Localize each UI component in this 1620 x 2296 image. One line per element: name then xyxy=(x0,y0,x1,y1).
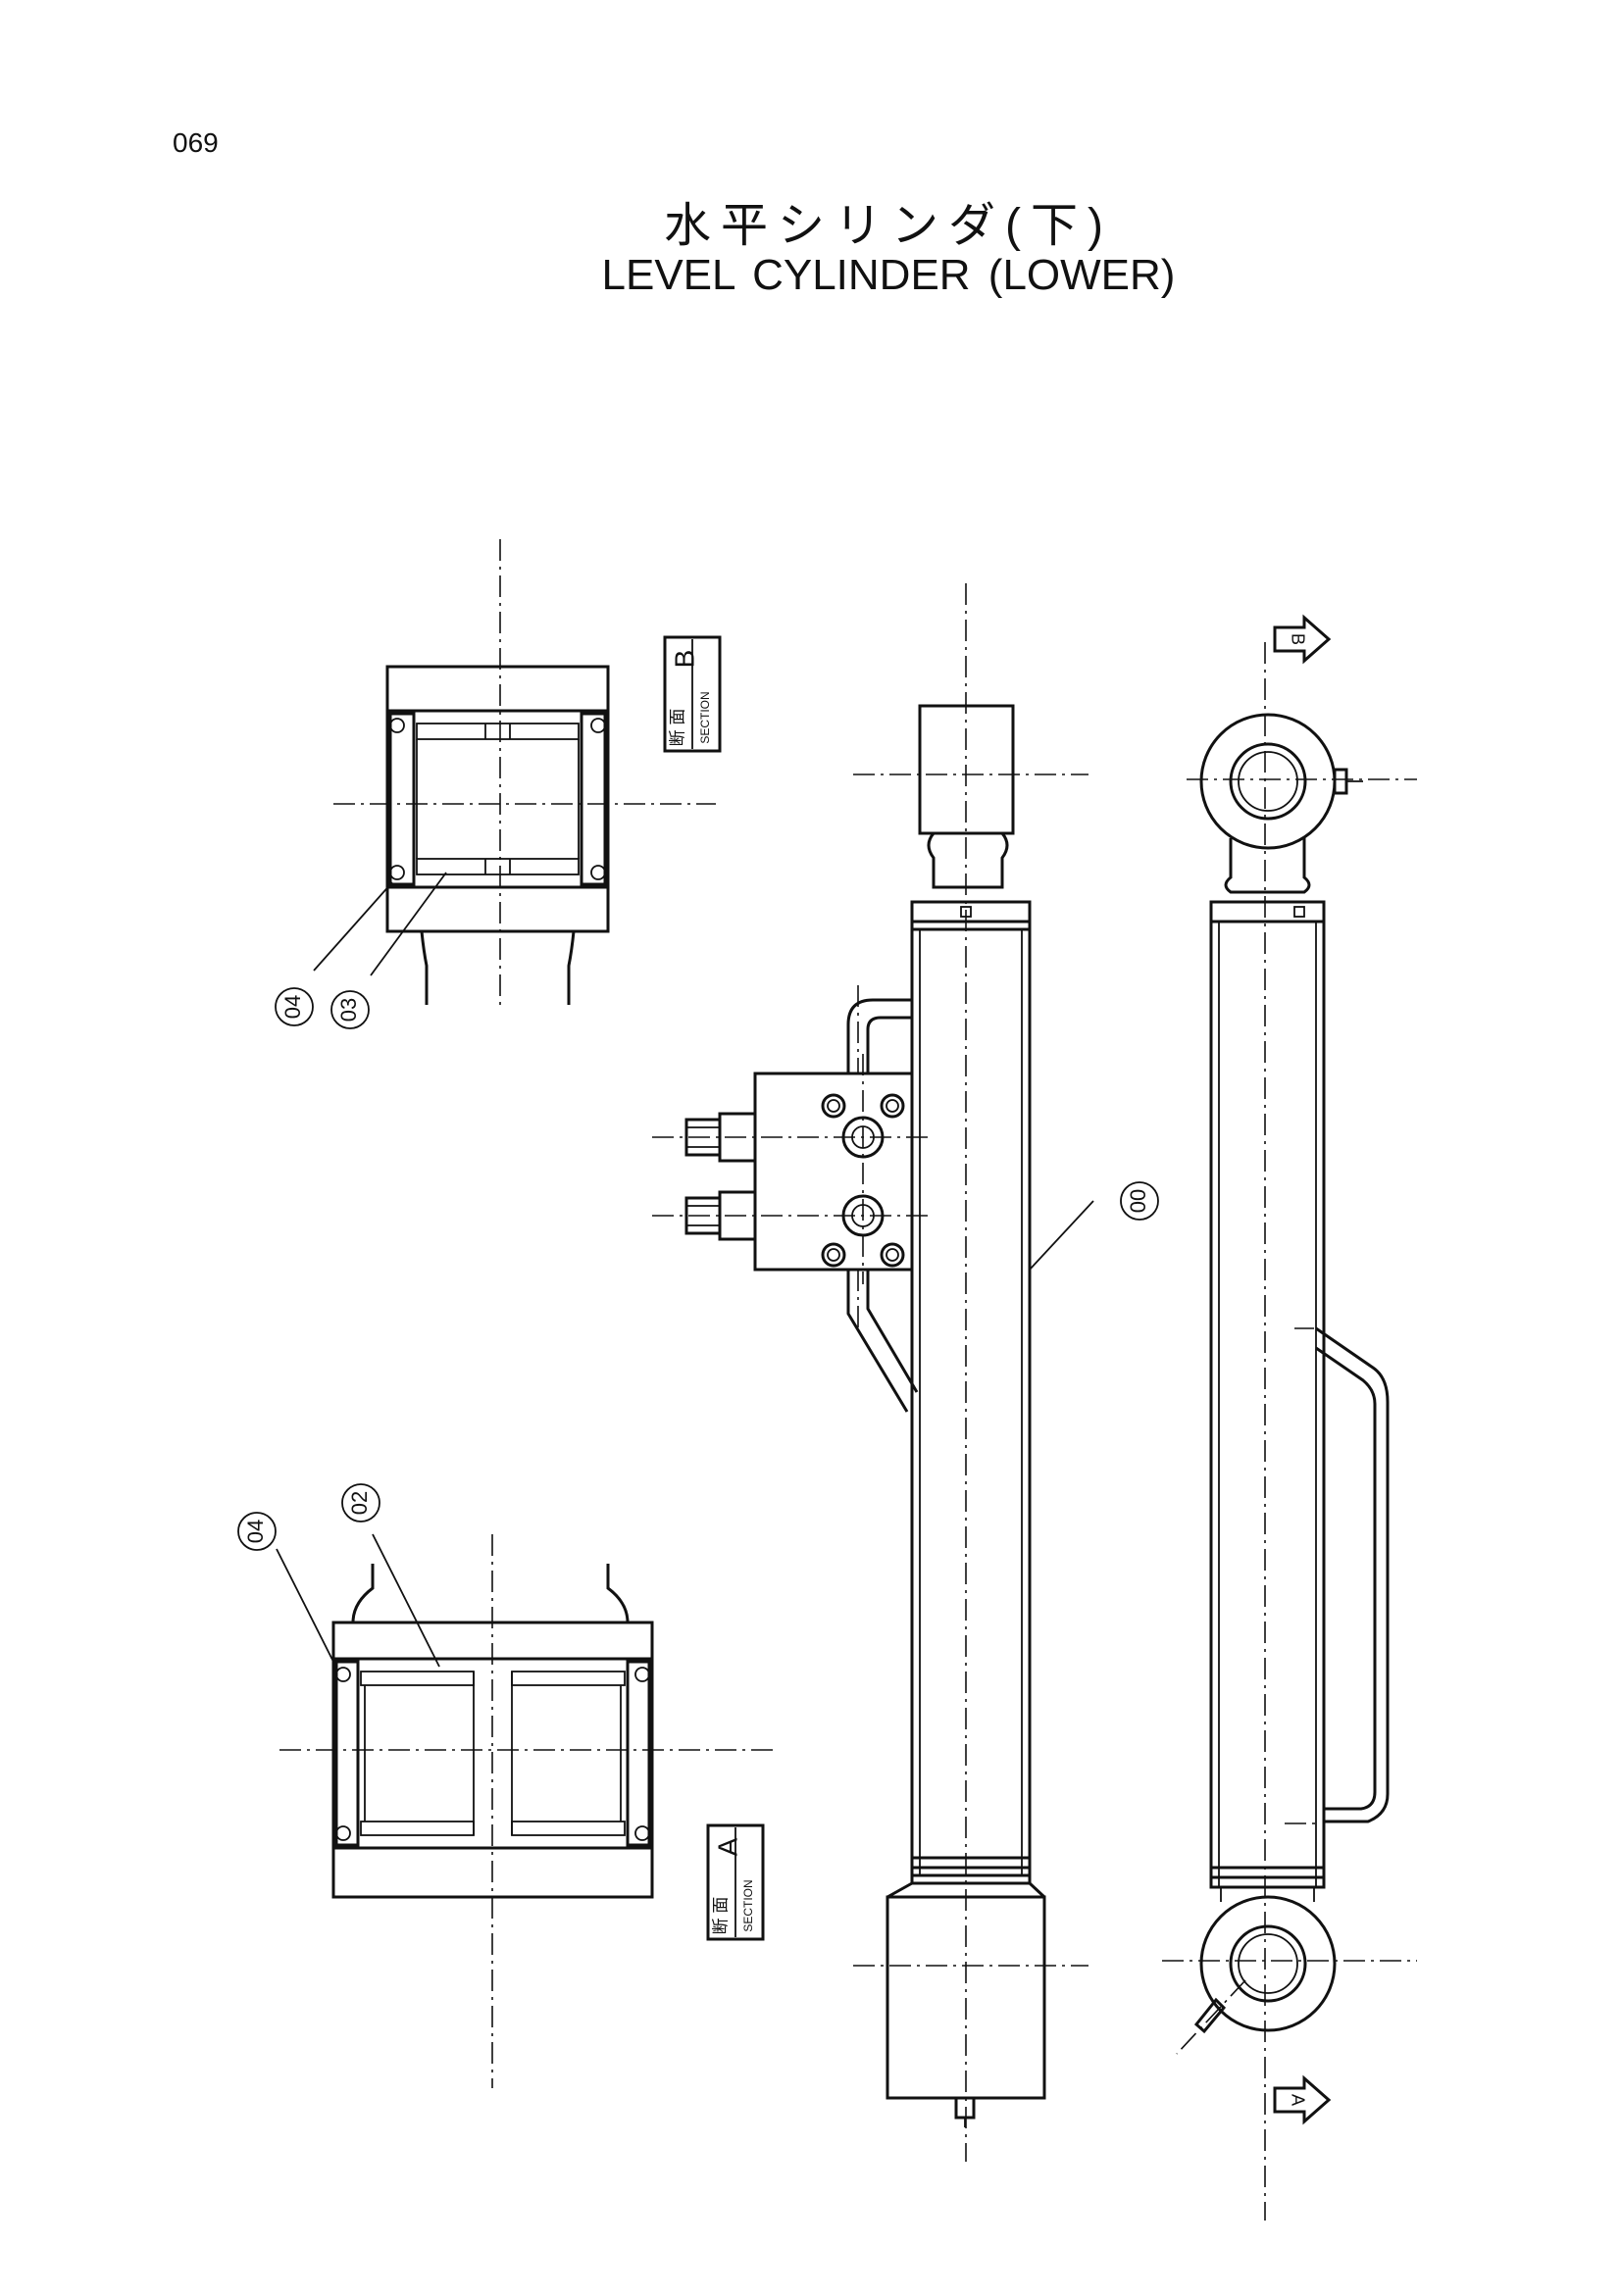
view-arrow-b: B xyxy=(1273,614,1332,665)
svg-text:B: B xyxy=(1288,633,1307,645)
section-b-en: SECTION xyxy=(698,691,712,743)
svg-text:04: 04 xyxy=(243,1520,268,1543)
callout-04-bottom: 04 xyxy=(237,1512,277,1551)
callout-00: 00 xyxy=(1120,1181,1159,1221)
section-a-label: 断 面 SECTION A xyxy=(706,1823,765,1941)
section-a-letter: A xyxy=(712,1837,742,1856)
callout-03: 03 xyxy=(330,990,370,1029)
title-japanese: 水平シリンダ(下) xyxy=(664,200,1113,252)
section-b-letter: B xyxy=(669,650,699,669)
callout-02: 02 xyxy=(341,1483,380,1522)
page-number: 069 xyxy=(173,127,219,158)
section-a-jp: 断 面 xyxy=(711,1897,730,1935)
callout-04-top: 04 xyxy=(275,987,314,1026)
svg-text:04: 04 xyxy=(280,995,305,1019)
view-arrow-a: A xyxy=(1273,2074,1332,2125)
section-a-view xyxy=(276,1533,775,2088)
cylinder-front-view xyxy=(1162,642,1417,2221)
svg-text:02: 02 xyxy=(347,1491,372,1515)
svg-text:A: A xyxy=(1288,2094,1307,2106)
title-english: LEVEL CYLINDER (LOWER) xyxy=(601,251,1176,299)
section-b-label: 断 面 SECTION B xyxy=(663,635,722,753)
cylinder-side-view xyxy=(652,583,1094,2162)
svg-text:03: 03 xyxy=(336,998,361,1022)
section-b-jp: 断 面 xyxy=(668,709,686,747)
section-b-view xyxy=(313,539,716,1010)
svg-text:00: 00 xyxy=(1126,1189,1150,1213)
section-a-en: SECTION xyxy=(741,1879,755,1931)
